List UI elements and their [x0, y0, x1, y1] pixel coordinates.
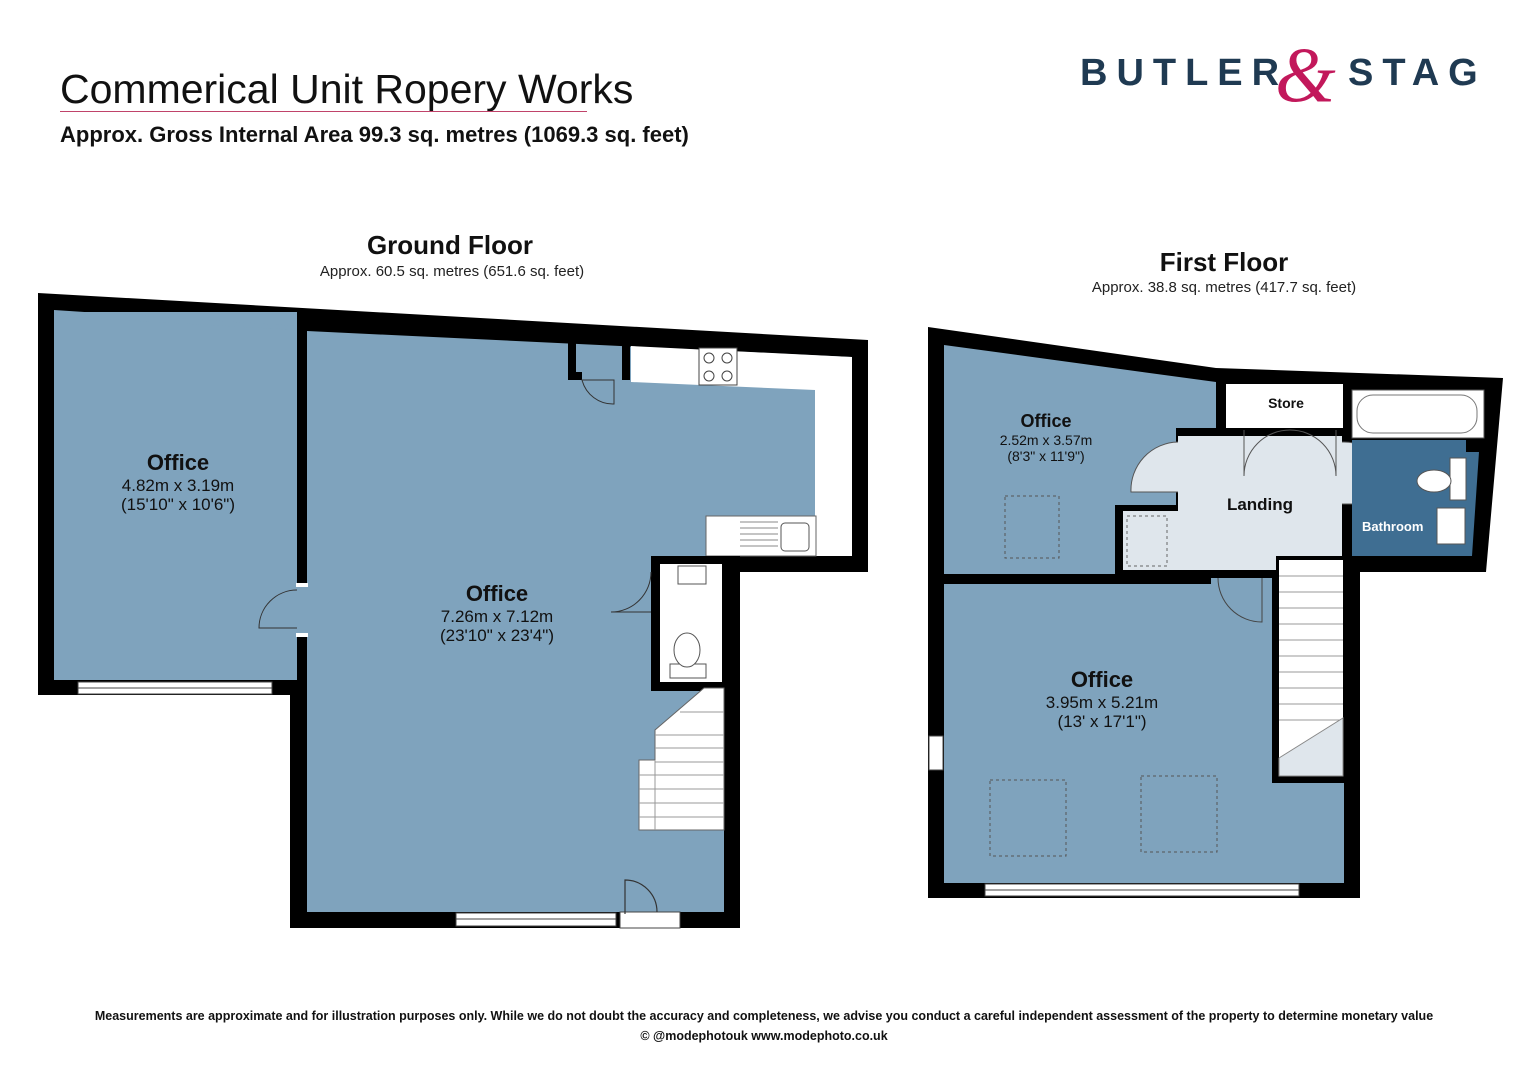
small-office-label: Office 2.52m x 3.57m (8'3" x 11'9") — [966, 411, 1126, 464]
front-door-swing — [624, 879, 658, 914]
room-dimensions-imperial: (8'3" x 11'9") — [1007, 448, 1085, 464]
wc-toilet — [673, 632, 701, 668]
hob — [698, 347, 738, 386]
store-label: Store — [1268, 395, 1304, 411]
landing-label: Landing — [1226, 495, 1294, 514]
ground-floor-area: Approx. 60.5 sq. metres (651.6 sq. feet) — [319, 263, 585, 280]
photo-credit: © @modephotouk www.modephoto.co.uk — [640, 1029, 888, 1043]
first-floor-area: Approx. 38.8 sq. metres (417.7 sq. feet) — [1091, 279, 1357, 296]
office-door-swing — [1217, 577, 1263, 623]
room-dimensions-metric: 4.82m x 3.19m — [121, 476, 235, 495]
logo-word-left: BUTLER — [1080, 52, 1289, 94]
room-name: Office — [1020, 411, 1072, 431]
room-dimensions-metric: 7.26m x 7.12m — [440, 607, 554, 626]
disclaimer-text: Measurements are approximate and for ill… — [94, 1009, 1434, 1023]
side-window — [928, 735, 944, 771]
skylight — [1004, 495, 1060, 559]
logo-word-right: STAG — [1348, 52, 1487, 94]
skylight — [1140, 775, 1218, 853]
wc-door-swing — [610, 571, 652, 613]
ground-floor-plan — [38, 293, 868, 929]
ground-staircase — [638, 687, 725, 831]
room-name: Office — [146, 450, 210, 475]
plan-title: Commerical Unit Ropery Works — [60, 66, 634, 112]
room-dimensions-metric: 3.95m x 5.21m — [1045, 693, 1159, 712]
room-dimensions-imperial: (13' x 17'1") — [1057, 712, 1147, 731]
office-connecting-door — [258, 589, 298, 629]
toilet — [1416, 469, 1452, 493]
first-floor-title: First Floor — [1159, 247, 1289, 277]
skylight — [989, 779, 1067, 857]
front-door-threshold — [619, 911, 681, 929]
wc-basin — [677, 565, 707, 585]
large-office-room — [944, 578, 1344, 883]
small-office-room — [944, 345, 1216, 574]
room-dimensions-imperial: (15'10" x 10'6") — [120, 495, 235, 514]
large-office-label: Office 3.95m x 5.21m (13' x 17'1") — [1002, 667, 1202, 731]
sink-drainer — [740, 521, 778, 547]
left-office-label: Office 4.82m x 3.19m (15'10" x 10'6") — [78, 450, 278, 514]
cupboard-door-swing — [581, 379, 615, 405]
room-name: Office — [1070, 667, 1134, 692]
landing-area — [1123, 436, 1342, 570]
title-underline — [60, 111, 587, 112]
gross-area-subtitle: Approx. Gross Internal Area 99.3 sq. met… — [60, 122, 689, 147]
main-office-label: Office 7.26m x 7.12m (23'10" x 23'4") — [397, 581, 597, 645]
logo-ampersand: & — [1275, 31, 1336, 118]
kitchen-sink — [780, 522, 810, 552]
ground-floor-title: Ground Floor — [366, 230, 534, 260]
room-dimensions-metric: 2.52m x 3.57m — [999, 432, 1093, 448]
bathroom-label: Bathroom — [1362, 519, 1424, 534]
kitchen-worktop — [631, 346, 852, 556]
butler-stag-logo: BUTLER & STAG — [1080, 31, 1490, 118]
room-name: Office — [465, 581, 529, 606]
left-office-room — [54, 312, 297, 680]
bathroom-basin — [1436, 507, 1466, 545]
room-dimensions-imperial: (23'10" x 23'4") — [439, 626, 554, 645]
store-room — [1226, 384, 1343, 428]
first-floor-plan — [928, 327, 1503, 898]
